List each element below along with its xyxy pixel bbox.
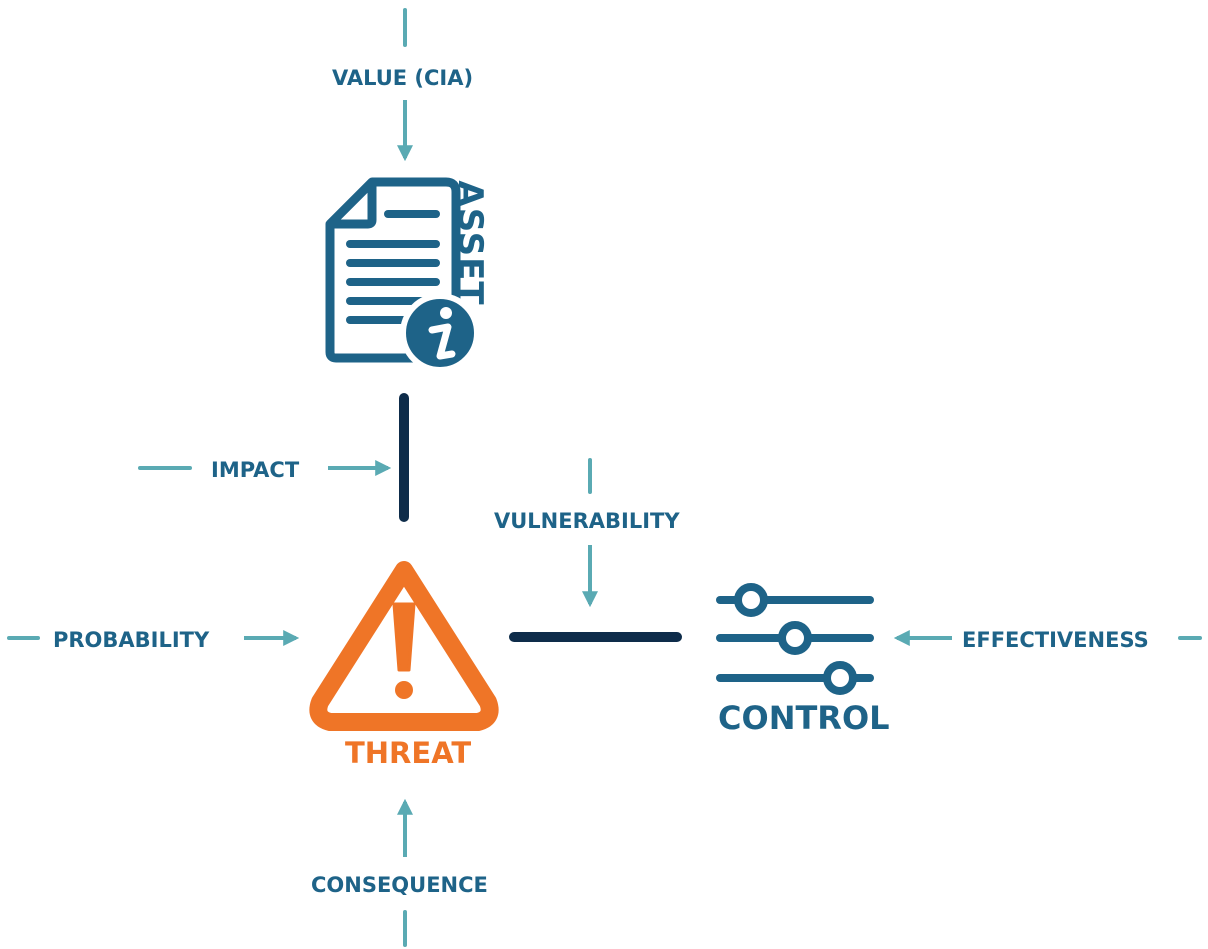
document-info-icon <box>325 177 480 373</box>
vulnerability-label: VULNERABILITY <box>494 509 680 533</box>
consequence-label: CONSEQUENCE <box>311 873 488 897</box>
sliders-icon <box>716 583 874 695</box>
value-label: VALUE (CIA) <box>332 66 474 90</box>
probability-label: PROBABILITY <box>53 628 210 652</box>
threat-label: THREAT <box>345 736 472 770</box>
control-label: CONTROL <box>718 699 890 737</box>
effectiveness-label: EFFECTIVENESS <box>962 628 1149 652</box>
asset-label: ASSET <box>450 180 490 306</box>
impact-label: IMPACT <box>211 458 300 482</box>
info-badge-icon <box>400 293 480 373</box>
warning-triangle-icon <box>309 561 499 731</box>
